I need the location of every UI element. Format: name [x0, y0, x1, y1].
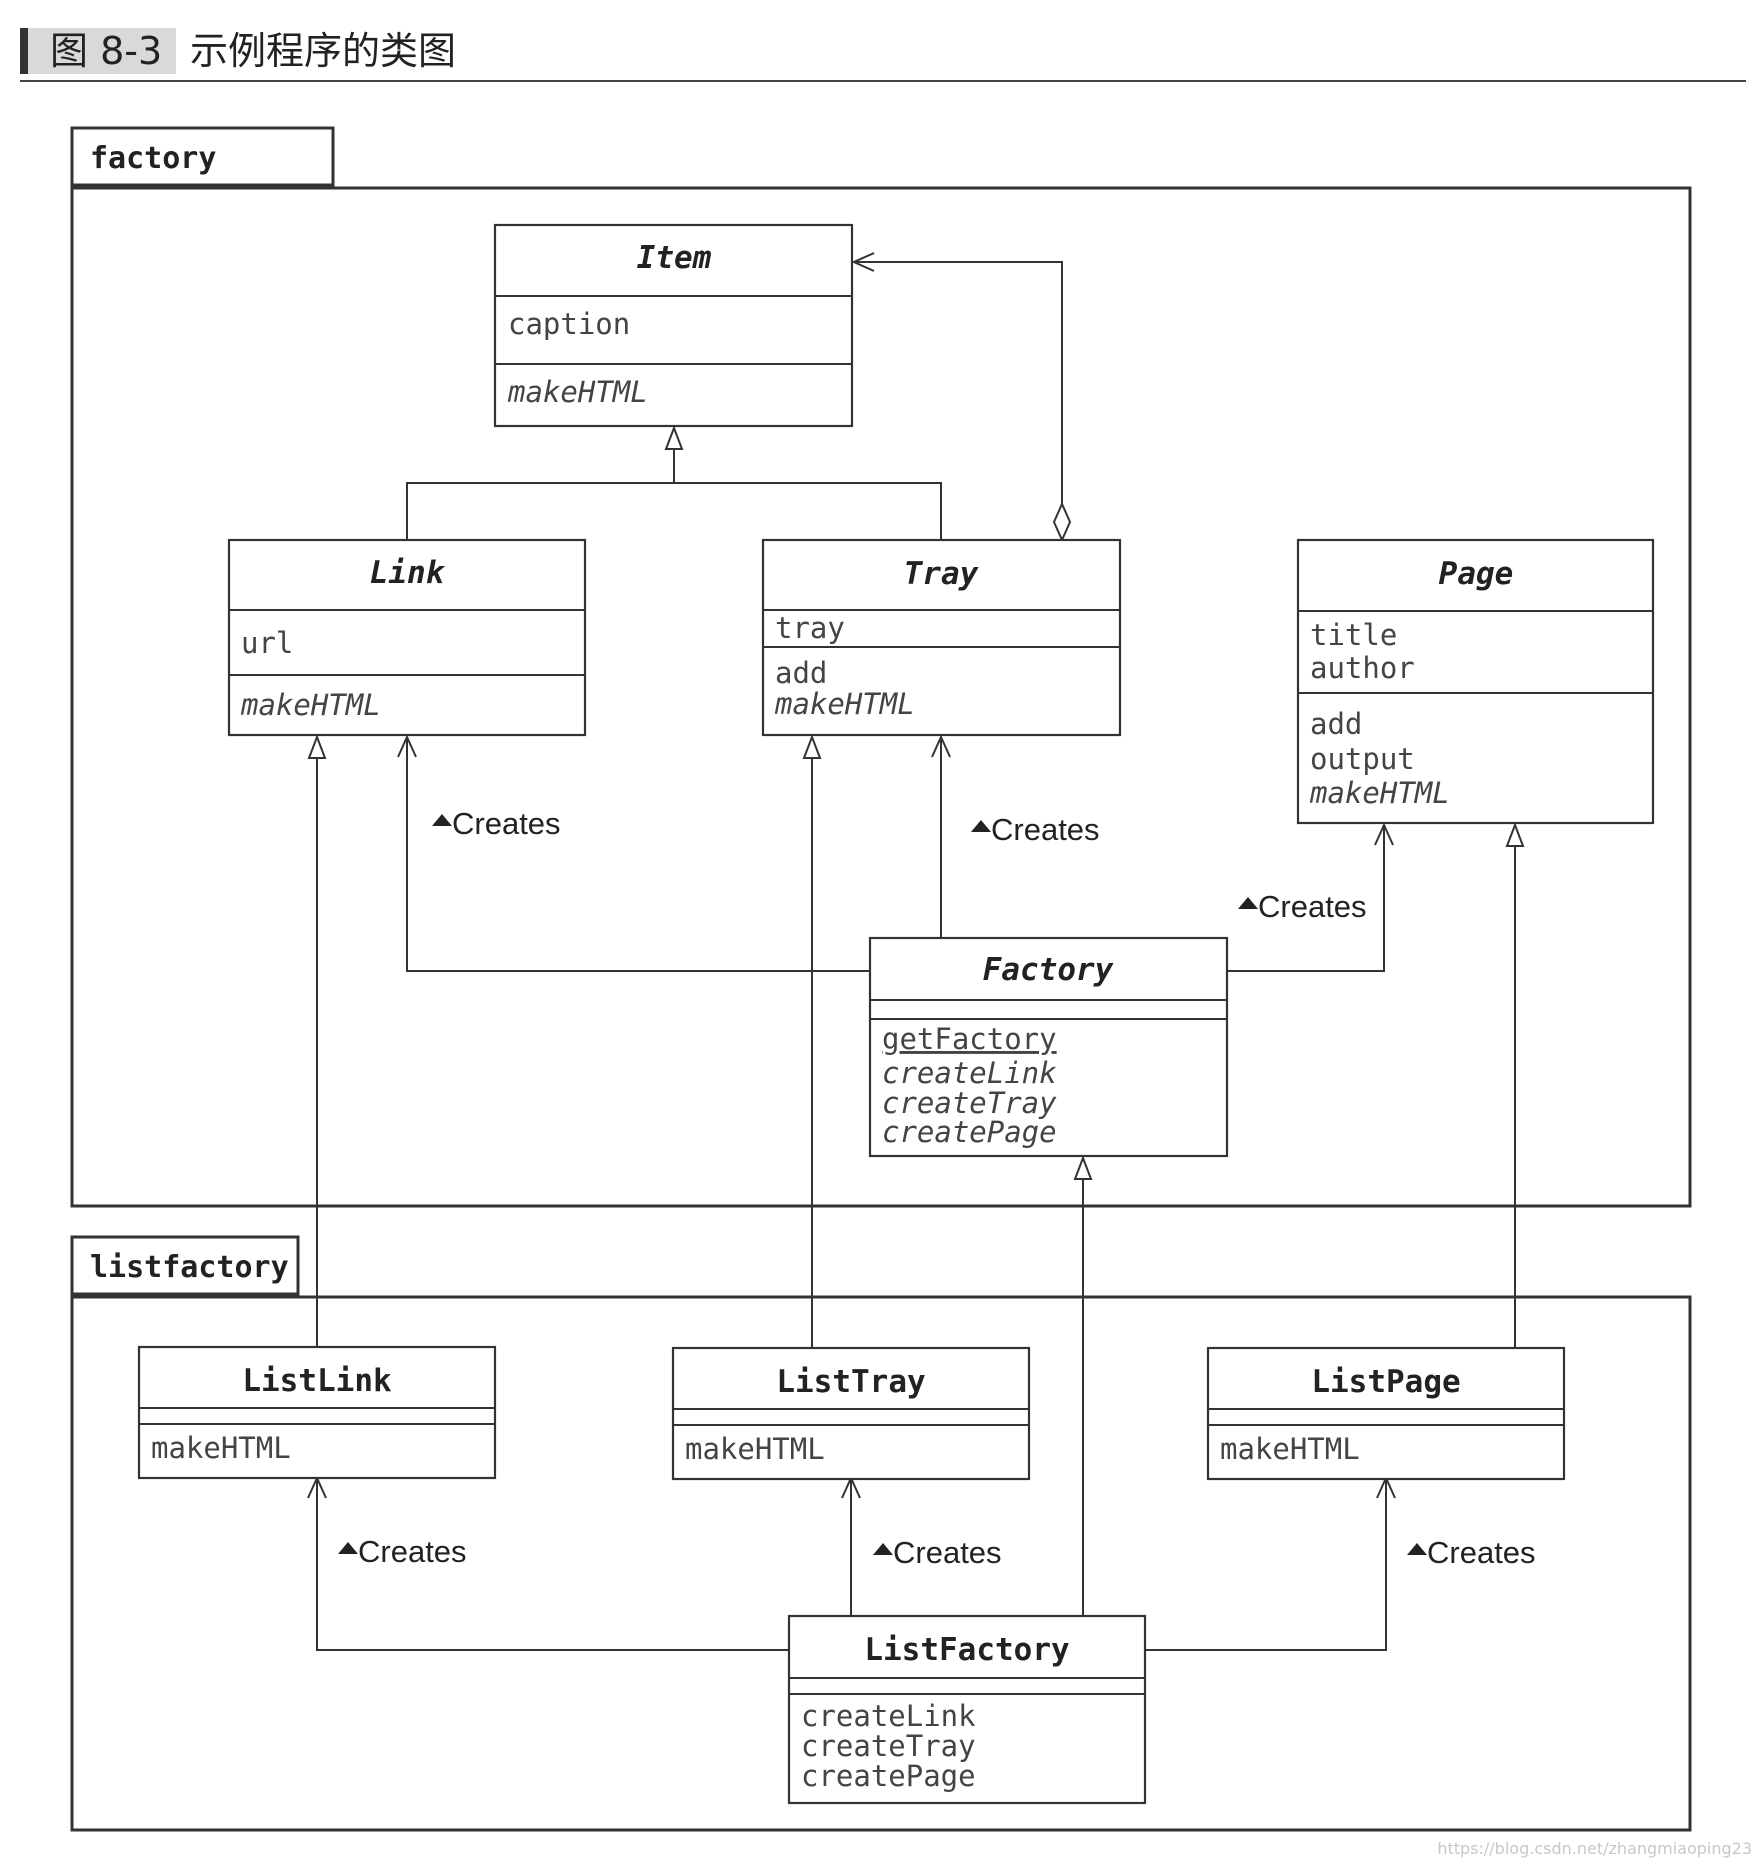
class-tray-field: tray [775, 611, 845, 645]
watermark: https://blog.csdn.net/zhangmiaoping23 [1437, 1839, 1752, 1858]
class-listpage-method: makeHTML [1220, 1432, 1360, 1466]
package-factory-tab [70, 126, 335, 187]
direction-triangle-icon [432, 814, 452, 826]
class-listfactory-box [787, 1614, 1147, 1805]
figure-number: 图 8-3 [20, 28, 177, 74]
listfactory-creates-listlink [317, 1478, 789, 1651]
tray-item-aggregation [854, 262, 1062, 540]
class-item-field: caption [508, 307, 630, 341]
package-factory-label: factory [90, 141, 216, 176]
class-listtray-name: ListTray [776, 1364, 925, 1400]
class-listtray-method: makeHTML [685, 1432, 825, 1466]
direction-triangle-icon [338, 1542, 358, 1554]
class-link: Link url makeHTML [227, 538, 587, 737]
creates-label-link: Creates [432, 806, 561, 841]
class-factory-method-getfactory: getFactory [882, 1022, 1057, 1056]
figure-header: 图 8-3 示例程序的类图 [20, 28, 1746, 82]
class-listpage-name: ListPage [1311, 1364, 1460, 1400]
package-listfactory-body [70, 1295, 1692, 1832]
class-page-method-makehtml: makeHTML [1309, 776, 1450, 810]
class-tray-method-makehtml: makeHTML [774, 687, 915, 721]
package-listfactory: listfactory [70, 1235, 1692, 1832]
class-listlink-box [137, 1345, 497, 1480]
class-listfactory-method-createtray: createTray [801, 1729, 976, 1763]
class-tray: Tray tray add makeHTML [761, 538, 1122, 737]
factory-creates-link [407, 737, 870, 972]
relationship-lines [317, 262, 1515, 1651]
factory-creates-page [1227, 825, 1384, 972]
class-listfactory-method-createlink: createLink [801, 1699, 976, 1733]
link-item-generalization [406, 482, 674, 540]
figure-title: 示例程序的类图 [190, 29, 457, 73]
class-link-field: url [241, 626, 293, 660]
class-link-method: makeHTML [240, 688, 381, 722]
direction-triangle-icon [1238, 897, 1258, 909]
creates-label-listlink: Creates [338, 1534, 467, 1569]
class-factory: Factory getFactory createLink createTray… [868, 936, 1229, 1158]
class-listtray: ListTray makeHTML [671, 1346, 1031, 1481]
class-link-box [227, 538, 587, 737]
class-item-method: makeHTML [507, 375, 648, 409]
tray-item-generalization-branch [674, 482, 942, 540]
direction-triangle-icon [971, 820, 991, 832]
package-listfactory-tab [70, 1235, 300, 1296]
creates-label-page: Creates [1238, 889, 1367, 924]
package-listfactory-label: listfactory [90, 1250, 289, 1285]
class-listlink-method: makeHTML [151, 1431, 291, 1465]
class-listlink-name: ListLink [242, 1363, 392, 1399]
direction-triangle-icon [873, 1543, 893, 1555]
class-tray-method-add: add [775, 656, 827, 690]
class-tray-box [761, 538, 1122, 737]
package-factory: factory [70, 126, 1692, 1208]
creates-label-listlink-text: Creates [358, 1534, 467, 1569]
class-listpage: ListPage makeHTML [1206, 1346, 1566, 1481]
class-page-field-title: title [1310, 618, 1397, 652]
creates-label-link-text: Creates [452, 806, 561, 841]
class-page-box [1296, 538, 1655, 825]
listfactory-creates-listpage [1145, 1478, 1386, 1651]
creates-label-tray-text: Creates [991, 812, 1100, 847]
class-item-box [493, 223, 854, 428]
class-listpage-box [1206, 1346, 1566, 1481]
class-item: Item caption makeHTML [493, 223, 854, 428]
class-item-name: Item [637, 240, 712, 276]
class-page-field-author: author [1310, 651, 1415, 685]
class-factory-method-createtray: createTray [882, 1086, 1057, 1120]
class-listfactory-name: ListFactory [864, 1632, 1069, 1668]
class-tray-name: Tray [904, 556, 980, 592]
creates-label-listpage: Creates [1407, 1535, 1536, 1570]
class-page-name: Page [1439, 556, 1514, 592]
class-listtray-box [671, 1346, 1031, 1481]
class-factory-box [868, 936, 1229, 1158]
class-listlink: ListLink makeHTML [137, 1345, 497, 1480]
class-page: Page title author add output makeHTML [1296, 538, 1655, 825]
direction-triangle-icon [1407, 1543, 1427, 1555]
creates-label-page-text: Creates [1258, 889, 1367, 924]
class-listfactory: ListFactory createLink createTray create… [787, 1614, 1147, 1805]
class-page-method-output: output [1310, 742, 1415, 776]
creates-label-listtray-text: Creates [893, 1535, 1002, 1570]
package-factory-body [70, 186, 1692, 1208]
class-listfactory-method-createpage: createPage [801, 1759, 976, 1793]
class-factory-method-createlink: createLink [882, 1056, 1057, 1090]
creates-label-listtray: Creates [873, 1535, 1002, 1570]
class-page-method-add: add [1310, 707, 1362, 741]
class-link-name: Link [370, 555, 446, 591]
class-factory-method-createpage: createPage [882, 1115, 1057, 1149]
creates-label-listpage-text: Creates [1427, 1535, 1536, 1570]
creates-label-tray: Creates [971, 812, 1100, 847]
class-factory-name: Factory [983, 952, 1115, 988]
